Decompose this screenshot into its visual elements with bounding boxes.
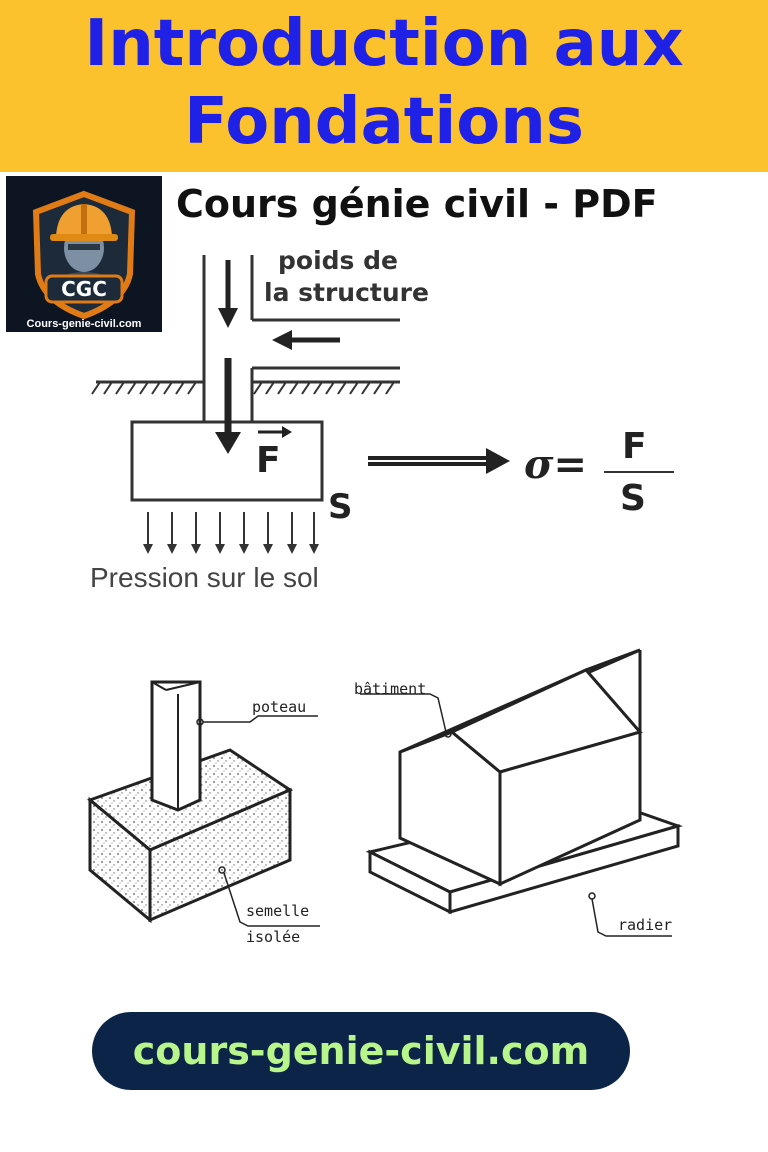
- formula-sigma: σ=: [524, 441, 587, 488]
- force-label: F: [256, 440, 281, 481]
- logo-initials: CGC: [61, 277, 107, 301]
- engineer-helmet-badge-icon: CGC: [32, 190, 136, 320]
- pressure-label: Pression sur le sol: [90, 562, 319, 593]
- site-logo: CGC Cours-genie-civil.com: [6, 176, 162, 332]
- poteau-label: poteau: [252, 698, 307, 716]
- raft-foundation-drawing: [360, 648, 683, 937]
- title-banner: Introduction aux Fondations: [0, 0, 768, 172]
- logo-url: Cours-genie-civil.com: [26, 318, 142, 330]
- batiment-label: bâtiment: [354, 680, 427, 698]
- isolated-footing-drawing: [87, 680, 320, 927]
- pressure-diagram: F S σ= F S: [91, 255, 674, 554]
- semelle-label-line1: semelle: [246, 902, 310, 920]
- radier-label: radier: [618, 916, 673, 934]
- page-title-line2: Fondations: [184, 85, 584, 159]
- formula-numerator: F: [622, 426, 647, 467]
- area-label: S: [328, 487, 353, 527]
- website-link-pill[interactable]: cours-genie-civil.com: [92, 1012, 630, 1090]
- semelle-label-line2: isolée: [246, 928, 301, 946]
- subtitle: Cours génie civil - PDF: [176, 182, 658, 226]
- formula-denominator: S: [620, 478, 646, 519]
- weight-label-line2: la structure: [264, 278, 429, 307]
- page-title-line1: Introduction aux: [84, 7, 684, 81]
- weight-label-line1: poids de: [278, 246, 398, 275]
